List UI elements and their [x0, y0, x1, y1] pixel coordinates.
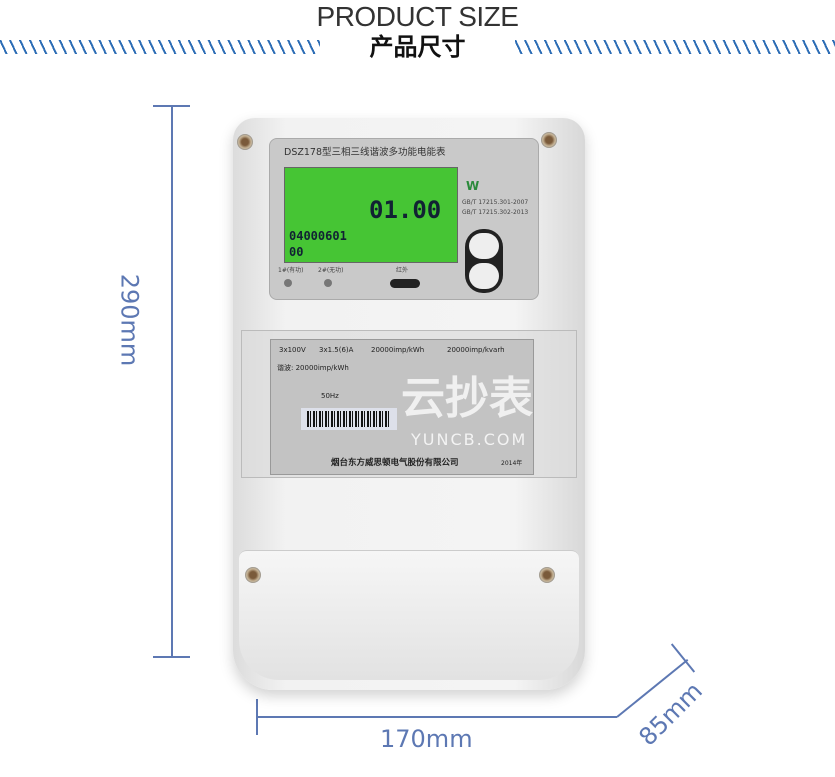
lcd-screen: 01.00 04000601 00 — [284, 167, 458, 263]
display-panel: DSZ178型三相三线谐波多功能电能表 01.00 04000601 00 W … — [269, 138, 539, 300]
plate-year: 2014年 — [501, 460, 523, 467]
decorative-stripes-right — [515, 40, 835, 54]
screw-icon — [541, 132, 557, 148]
height-tick-top — [153, 105, 190, 107]
barcode — [301, 408, 397, 430]
plate-voltage: 3x100V — [279, 346, 306, 354]
led2-icon — [324, 279, 332, 287]
plate-const-reactive: 20000imp/kvarh — [447, 346, 505, 354]
title-chinese: 产品尺寸 — [369, 33, 466, 61]
plate-current: 3x1.5(6)A — [319, 346, 354, 354]
screw-icon — [245, 567, 261, 583]
lcd-main-reading: 01.00 — [369, 196, 442, 224]
height-dimension-line — [171, 106, 173, 657]
electricity-meter: DSZ178型三相三线谐波多功能电能表 01.00 04000601 00 W … — [233, 118, 585, 690]
height-label: 290mm — [115, 273, 144, 367]
terminal-cover — [239, 550, 579, 680]
watermark: 云抄表 — [401, 373, 533, 424]
depth-label: 85mm — [633, 676, 708, 752]
plate-frequency: 50Hz — [321, 392, 339, 400]
title-english: PRODUCT SIZE — [316, 1, 519, 32]
plate-const-active: 20000imp/kWh — [371, 346, 425, 354]
watermark-url: YUNCB.COM — [411, 430, 528, 449]
nameplate-cover: 3x100V 3x1.5(6)A 20000imp/kWh 20000imp/k… — [241, 330, 577, 478]
plate-harmonic: 谐波: 20000imp/kWh — [277, 364, 349, 372]
meter-button-up[interactable] — [469, 233, 499, 259]
plate-manufacturer: 烟台东方威思顿电气股份有限公司 — [331, 458, 459, 468]
lcd-code: 04000601 — [289, 229, 347, 243]
nameplate: 3x100V 3x1.5(6)A 20000imp/kWh 20000imp/k… — [270, 339, 534, 475]
width-tick-left — [256, 699, 258, 735]
cert-line-2: GB/T 17215.302-2013 — [462, 209, 529, 216]
height-tick-bottom — [153, 656, 190, 658]
led1-label: 1#(有功) — [278, 267, 304, 274]
control-buttons — [465, 229, 503, 293]
screw-icon — [539, 567, 555, 583]
led2-label: 2#(无功) — [318, 267, 344, 274]
cert-line-1: GB/T 17215.301-2007 — [462, 199, 529, 206]
ir-label: 红外 — [396, 267, 409, 274]
width-dimension-line — [257, 716, 617, 718]
model-label: DSZ178型三相三线谐波多功能电能表 — [284, 147, 446, 158]
lcd-sub: 00 — [289, 245, 304, 259]
infrared-port-icon — [390, 279, 420, 288]
screw-icon — [237, 134, 253, 150]
led1-icon — [284, 279, 292, 287]
width-label: 170mm — [380, 725, 473, 753]
decorative-stripes-left — [0, 40, 320, 54]
meter-button-down[interactable] — [469, 263, 499, 289]
brand-logo-icon: W — [466, 179, 480, 193]
